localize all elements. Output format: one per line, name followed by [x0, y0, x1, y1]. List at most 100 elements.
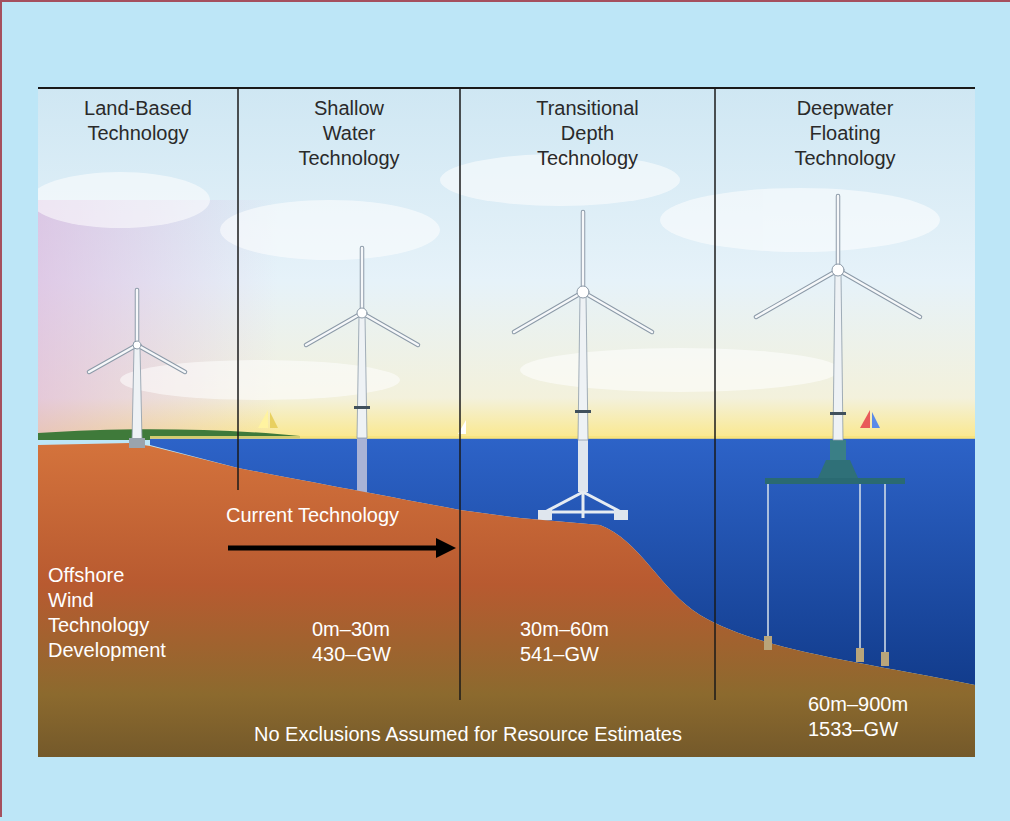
turbine-rotor [756, 270, 838, 317]
tower-flange [354, 406, 370, 409]
diagram-label: 60m–900m 1533–GW [808, 692, 928, 742]
anchor [881, 652, 889, 666]
cloud [220, 200, 440, 260]
turbine-rotor [89, 196, 920, 372]
progress-arrow [436, 538, 456, 558]
floating-spar [884, 484, 886, 656]
panel-divider [714, 88, 716, 700]
floating-spar [765, 478, 905, 484]
turbine-rotor [514, 292, 583, 332]
diagram-label: Current Technology [226, 503, 399, 528]
floating-spar [830, 440, 846, 460]
jacket-foundation [614, 510, 628, 520]
turbine-rotor [362, 313, 418, 345]
sailboat [258, 410, 880, 434]
turbine-rotor [133, 341, 141, 349]
technology-panel: Shallow Water Technology [238, 96, 460, 171]
turbine-rotor [136, 290, 139, 345]
turbine-tower [578, 295, 588, 440]
diagram-label: 30m–60m 541–GW [520, 617, 616, 667]
anchor [764, 636, 772, 650]
seabed [38, 443, 975, 757]
anchor [764, 636, 889, 666]
turbine-rotor [514, 292, 583, 332]
anchor [856, 648, 864, 662]
floating-spar [768, 484, 885, 656]
panel-divider [237, 88, 239, 490]
tower-flange [354, 406, 846, 415]
diagram-label: No Exclusions Assumed for Resource Estim… [254, 722, 682, 747]
land-foundation [129, 438, 145, 448]
jacket-foundation [545, 492, 621, 518]
tower-flange [575, 410, 591, 413]
turbine-rotor [756, 270, 838, 317]
turbine-rotor [137, 345, 185, 372]
panel-heading: Deepwater Floating Technology [788, 96, 903, 171]
panel-divider [38, 88, 975, 700]
turbine-rotor [306, 313, 362, 345]
turbine-rotor [133, 264, 844, 349]
floating-spar [859, 484, 861, 652]
cloud [38, 172, 210, 228]
jacket-foundation [538, 440, 628, 520]
panel-heading: Land-Based Technology [76, 96, 201, 146]
technology-panel: Deepwater Floating Technology [715, 96, 975, 171]
turbine-rotor [582, 212, 585, 292]
turbine-rotor [838, 270, 920, 317]
panel-heading: Transitional Depth Technology [525, 96, 650, 171]
turbine-rotor [832, 264, 844, 276]
turbine-rotor [137, 345, 185, 372]
turbine-rotor [837, 196, 840, 270]
turbine-rotor [577, 286, 589, 298]
cloud [660, 188, 940, 252]
scene [38, 88, 975, 757]
tower-flange [830, 412, 846, 415]
frame-line [0, 0, 1010, 2]
cloud [520, 348, 840, 392]
turbine-rotor [135, 290, 140, 345]
sky [38, 88, 975, 440]
turbine-tower [357, 316, 367, 438]
turbine-rotor [89, 345, 137, 372]
turbine-tower [132, 348, 142, 440]
jacket-foundation [538, 510, 552, 520]
floating-spar [767, 484, 769, 640]
jacket-foundation [583, 492, 621, 512]
turbine-rotor [583, 292, 652, 332]
panel-divider [459, 88, 461, 700]
turbine-rotor [838, 270, 920, 317]
sailboat [258, 410, 268, 428]
sailboat [860, 410, 870, 428]
technology-panel: Transitional Depth Technology [460, 96, 715, 171]
turbine-rotor [306, 313, 362, 345]
monopile [357, 438, 367, 492]
sailboat [270, 412, 278, 428]
diagram-label: 0m–30m 430–GW [312, 617, 408, 667]
turbine-rotor [581, 212, 586, 292]
jacket-foundation [582, 492, 585, 518]
panel-heading: Shallow Water Technology [292, 96, 407, 171]
horizon-glow [150, 436, 975, 439]
turbine-rotor [836, 196, 841, 270]
panel-divider [38, 87, 975, 89]
turbine-rotor [361, 248, 364, 313]
technology-panel: Land-Based Technology [38, 96, 238, 146]
progress-arrow [228, 538, 456, 558]
progress-arrow [228, 546, 438, 551]
jacket-foundation [545, 492, 583, 512]
turbine-rotor [89, 196, 920, 372]
sailboat [458, 420, 466, 434]
floating-spar [818, 460, 858, 478]
jacket-foundation [578, 440, 588, 492]
cloud [38, 154, 940, 400]
jacket-foundation [545, 511, 621, 514]
turbine-rotor [89, 345, 137, 372]
diagram-label: Offshore Wind Technology Development [48, 563, 173, 663]
turbine-rotor [362, 313, 418, 345]
turbine-rotor [360, 248, 365, 313]
turbine-rotor [89, 196, 920, 372]
sailboat [872, 412, 880, 428]
floating-spar [765, 440, 905, 656]
turbine-rotor [357, 308, 367, 318]
